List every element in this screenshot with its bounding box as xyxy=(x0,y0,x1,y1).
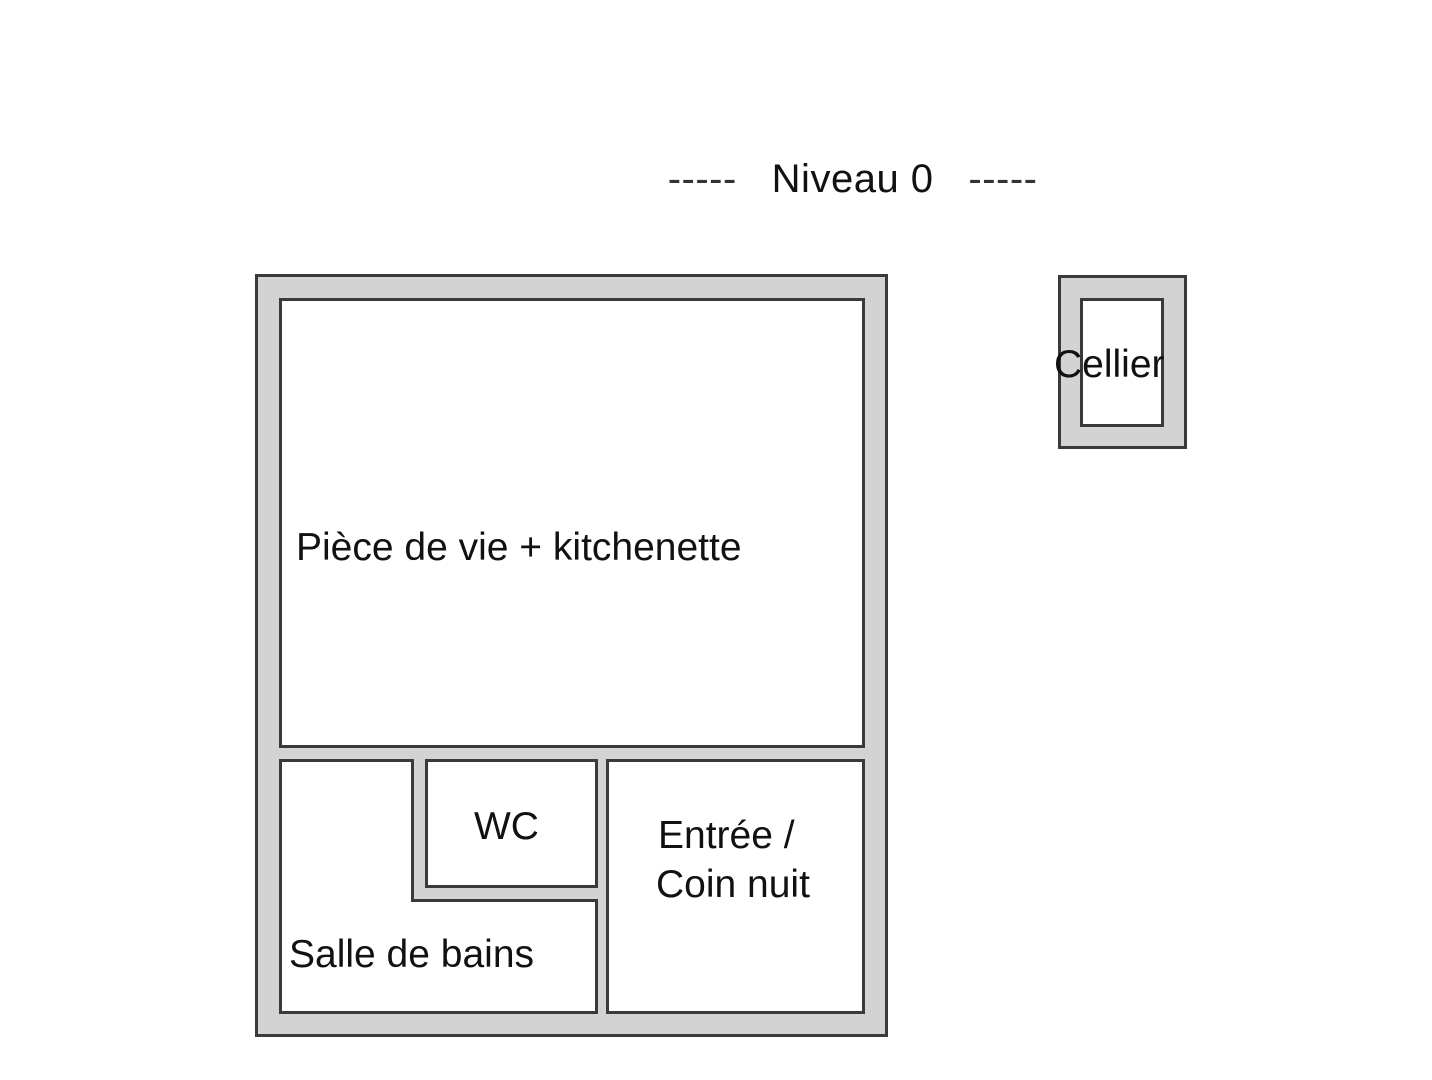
label-wc: WC xyxy=(474,805,539,848)
label-entree-line1: Entrée / xyxy=(658,814,795,857)
label-cellier: Cellier xyxy=(1054,343,1165,386)
title-dashes-left: ----- xyxy=(667,157,737,201)
title-text: Niveau 0 xyxy=(771,157,934,201)
floor-title: ----- Niveau 0 ----- xyxy=(0,112,1432,202)
room-piece-de-vie xyxy=(279,298,865,748)
room-entree xyxy=(606,759,865,1014)
label-piece-de-vie: Pièce de vie + kitchenette xyxy=(296,526,742,569)
room-salle-de-bains xyxy=(279,759,598,1014)
label-salle-de-bains: Salle de bains xyxy=(289,933,535,976)
room-cellier xyxy=(1080,298,1164,427)
label-entree-line2: Coin nuit xyxy=(656,863,810,906)
room-wc xyxy=(425,759,598,888)
title-dashes-right: ----- xyxy=(968,157,1038,201)
